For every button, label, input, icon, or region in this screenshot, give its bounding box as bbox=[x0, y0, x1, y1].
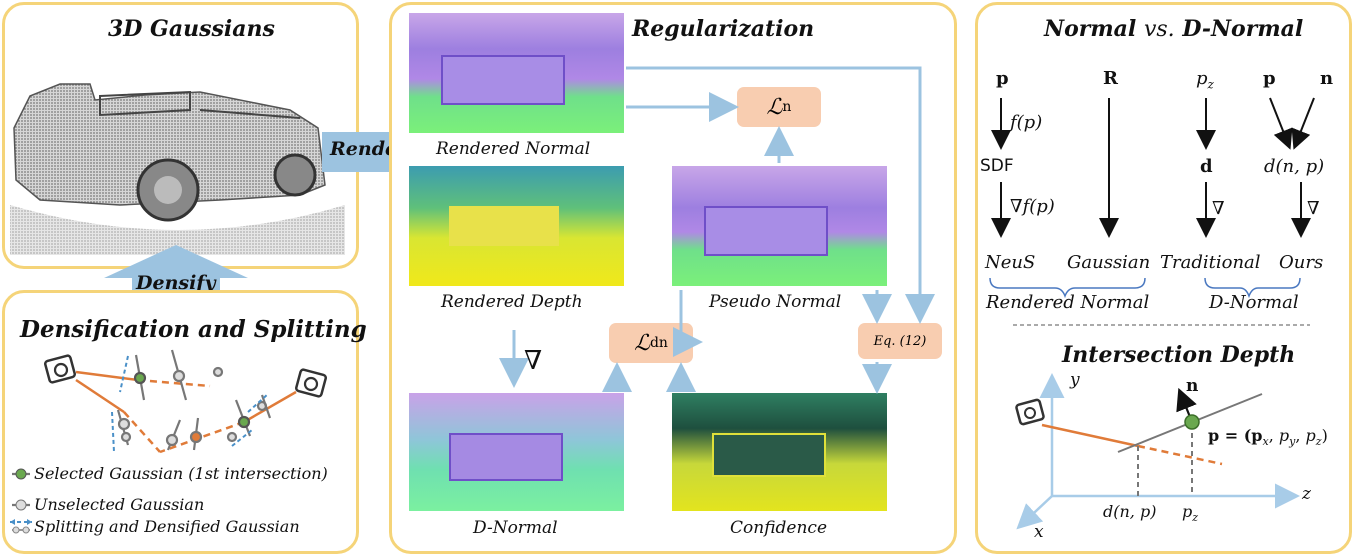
col4-dnp: d(n, p) bbox=[1264, 156, 1325, 177]
loss-dn-subscript: dn bbox=[649, 335, 668, 351]
pz-label: pz bbox=[1182, 502, 1198, 524]
normal-n-label: n bbox=[1186, 376, 1199, 396]
confidence-image bbox=[672, 393, 887, 511]
legend-split-label: Splitting and Densified Gaussian bbox=[34, 517, 300, 536]
method-traditional: Traditional bbox=[1160, 252, 1261, 273]
axis-x-label: x bbox=[1034, 522, 1044, 542]
point-p-prefix: p = (p bbox=[1208, 426, 1263, 445]
col1-sdf: SDF bbox=[980, 156, 1014, 176]
col2-r: R bbox=[1103, 68, 1118, 89]
gaussians-title: 3D Gaussians bbox=[108, 16, 275, 42]
rendered-normal-caption: Rendered Normal bbox=[436, 139, 591, 159]
method-gaussian: Gaussian bbox=[1067, 252, 1151, 273]
group-d-normal: D-Normal bbox=[1209, 292, 1299, 313]
loss-n-symbol: ℒ bbox=[766, 94, 783, 120]
comparison-title: Normal vs. D-Normal bbox=[1044, 16, 1303, 42]
densify-label: Densify bbox=[136, 272, 216, 294]
pz-p: p bbox=[1182, 502, 1193, 521]
col3-z-sub: z bbox=[1207, 77, 1214, 92]
eq-12-box: Eq. (12) bbox=[858, 323, 942, 359]
col1-p: p bbox=[996, 68, 1009, 89]
col3-d: d bbox=[1200, 156, 1213, 177]
point-p-z: z bbox=[1315, 435, 1322, 449]
col4-grad: ∇ bbox=[1307, 198, 1320, 219]
d-normal-image bbox=[409, 393, 624, 511]
loss-dn-symbol: ℒ bbox=[634, 330, 650, 356]
legend-selected-label: Selected Gaussian (1st intersection) bbox=[34, 464, 328, 483]
eq-12-label: Eq. (12) bbox=[873, 333, 927, 349]
gradient-symbol: ∇ bbox=[524, 346, 543, 376]
depth-d-label: d(n, p) bbox=[1103, 502, 1157, 521]
comparison-panel bbox=[975, 2, 1352, 554]
gaussians-panel bbox=[2, 2, 359, 269]
col4-p: p bbox=[1263, 68, 1276, 89]
col3-pz: pz bbox=[1196, 68, 1214, 92]
point-p-label: p = (px, py, pz) bbox=[1208, 426, 1328, 449]
point-p-x: x bbox=[1262, 435, 1269, 449]
intersection-title: Intersection Depth bbox=[1062, 342, 1296, 368]
axis-z-label: z bbox=[1302, 484, 1311, 504]
method-neus: NeuS bbox=[985, 252, 1036, 273]
pseudo-normal-image bbox=[672, 166, 887, 286]
method-ours: Ours bbox=[1279, 252, 1324, 273]
group-rendered-normal: Rendered Normal bbox=[986, 292, 1150, 313]
d-normal-caption: D-Normal bbox=[473, 518, 558, 538]
comparison-title-dnormal: D-Normal bbox=[1182, 16, 1304, 42]
densification-title: Densification and Splitting bbox=[20, 316, 367, 343]
rendered-depth-caption: Rendered Depth bbox=[441, 292, 583, 312]
axis-y-label: y bbox=[1070, 370, 1080, 390]
regularization-title: Regularization bbox=[632, 16, 815, 42]
col3-grad: ∇ bbox=[1212, 198, 1225, 219]
legend-unselected-label: Unselected Gaussian bbox=[34, 495, 205, 514]
col3-p: p bbox=[1196, 68, 1208, 89]
col1-fp: f(p) bbox=[1010, 112, 1043, 133]
rendered-normal-image bbox=[409, 13, 624, 133]
pseudo-normal-caption: Pseudo Normal bbox=[709, 292, 842, 312]
col1-grad-fp: ∇f(p) bbox=[1010, 196, 1055, 217]
pz-sub: z bbox=[1192, 511, 1199, 525]
loss-n-subscript: n bbox=[782, 99, 792, 115]
col4-n: n bbox=[1320, 68, 1334, 89]
rendered-depth-image bbox=[409, 166, 624, 286]
render-label: Render bbox=[330, 138, 408, 160]
confidence-caption: Confidence bbox=[730, 518, 828, 538]
comparison-title-vs: vs. bbox=[1143, 17, 1175, 42]
comparison-title-normal: Normal bbox=[1044, 16, 1137, 42]
point-p-y: y bbox=[1289, 435, 1296, 449]
